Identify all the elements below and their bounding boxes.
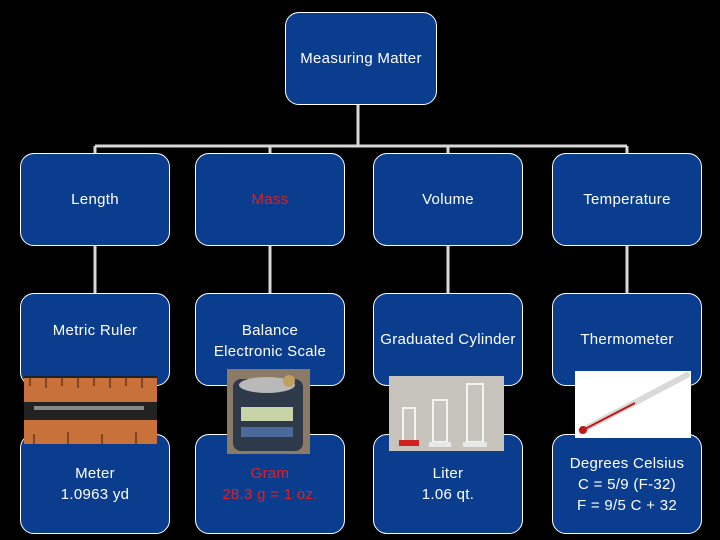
root-label: Measuring Matter xyxy=(300,50,422,67)
metric-ruler-photo xyxy=(24,376,157,444)
category-node-temperature: Temperature xyxy=(552,153,702,246)
unit-label: Degrees Celsius C = 5/9 (F-32) F = 9/5 C… xyxy=(569,454,685,514)
unit-label: Meter 1.0963 yd xyxy=(60,465,130,503)
tool-label: Balance Electronic Scale xyxy=(213,322,327,360)
tool-node-temperature: Thermometer xyxy=(552,293,702,386)
root-node: Measuring Matter xyxy=(285,12,437,105)
tool-label: Graduated Cylinder xyxy=(380,331,516,348)
tool-node-volume: Graduated Cylinder xyxy=(373,293,523,386)
unit-label: Liter 1.06 qt. xyxy=(421,465,475,503)
category-node-volume: Volume xyxy=(373,153,523,246)
unit-label: Gram 28.3 g = 1 oz. xyxy=(222,465,318,503)
category-label: Length xyxy=(71,191,119,208)
tool-node-length: Metric Ruler xyxy=(20,293,170,386)
category-label: Volume xyxy=(422,191,474,208)
category-label: Mass xyxy=(251,191,289,208)
tool-label: Metric Ruler xyxy=(52,322,138,339)
electronic-scale-photo xyxy=(227,369,310,454)
category-node-mass: Mass xyxy=(195,153,345,246)
tool-label: Thermometer xyxy=(580,331,674,348)
unit-node-length: Meter 1.0963 yd xyxy=(20,434,170,534)
category-node-length: Length xyxy=(20,153,170,246)
category-label: Temperature xyxy=(583,191,671,208)
thermometer-photo xyxy=(575,371,691,438)
graduated-cylinder-photo xyxy=(389,376,504,451)
unit-node-temperature: Degrees Celsius C = 5/9 (F-32) F = 9/5 C… xyxy=(552,434,702,534)
